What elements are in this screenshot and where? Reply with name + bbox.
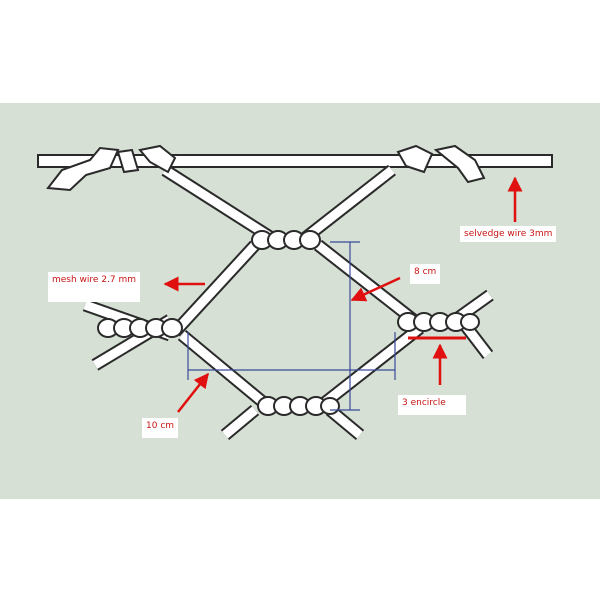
knot-left bbox=[97, 318, 183, 338]
label-width: 10 cm bbox=[142, 418, 179, 438]
label-mesh-wire: mesh wire 2.7 mm bbox=[48, 272, 141, 302]
arrow-width bbox=[177, 372, 209, 413]
dimension-lines bbox=[187, 241, 396, 411]
knot-bottom bbox=[257, 396, 340, 416]
label-encircle: 3 encircle bbox=[398, 395, 466, 415]
arrow-height bbox=[350, 276, 401, 302]
label-height: 8 cm bbox=[410, 264, 441, 284]
annotation-arrows bbox=[163, 176, 523, 413]
twisted-knots bbox=[97, 230, 480, 416]
selvedge-twists bbox=[46, 144, 486, 192]
knot-top bbox=[251, 230, 321, 250]
label-selvedge-wire: selvedge wire 3mm bbox=[460, 226, 557, 242]
knot-right bbox=[397, 312, 480, 332]
